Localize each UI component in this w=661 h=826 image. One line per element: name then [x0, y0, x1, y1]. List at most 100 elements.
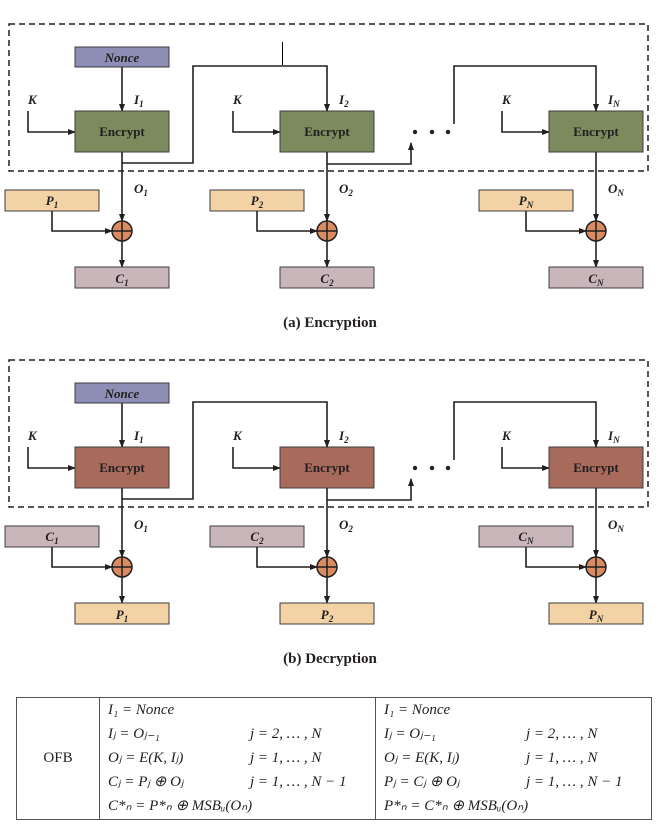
equation: Oⱼ = E(K, Iⱼ) — [108, 750, 184, 766]
ellipsis-dot — [445, 465, 451, 471]
key-label: K — [27, 92, 38, 107]
feedback-boundary — [8, 359, 649, 508]
ellipsis-dot — [412, 129, 418, 135]
input-label: I1 — [133, 92, 144, 109]
mode-label: OFB — [16, 697, 100, 820]
ellipsis-dot — [429, 465, 435, 471]
ofb-equations-table: OFB I₁ = Nonce Iⱼ = Oⱼ₋₁ j = 2, … , N Oⱼ = … — [16, 697, 652, 820]
input-label: I2 — [338, 92, 349, 109]
feedback-boundary — [8, 23, 649, 172]
ellipsis-dot — [429, 129, 435, 135]
key-label: K — [501, 92, 512, 107]
key-arrow — [501, 447, 550, 471]
equation: Oⱼ = E(K, Iⱼ) — [384, 750, 460, 766]
output-data-label: P2 — [321, 607, 334, 624]
equation-row: Oⱼ = E(K, Iⱼ) j = 1, … , N — [100, 746, 375, 770]
input-label: IN — [607, 92, 620, 109]
equation-row: Iⱼ = Oⱼ₋₁ j = 2, … , N — [376, 722, 651, 746]
key-arrow — [27, 447, 76, 471]
decryption-equations: I₁ = Nonce Iⱼ = Oⱼ₋₁ j = 2, … , N Oⱼ = E(K,… — [375, 697, 652, 820]
equation-row: P*ₙ = C*ₙ ⊕ MSBᵤ(Oₙ) — [376, 794, 651, 818]
ellipsis-dot — [445, 129, 451, 135]
output-label: O2 — [339, 517, 353, 534]
input-data-arrow — [256, 211, 318, 234]
input-data-label: CN — [518, 529, 534, 546]
output-data-label: C1 — [115, 271, 128, 288]
feedback-line-1 — [122, 65, 330, 164]
equation: I₁ = Nonce — [108, 702, 175, 718]
equation-row: Cⱼ = Pⱼ ⊕ Oⱼ j = 1, … , N − 1 — [100, 770, 375, 794]
key-label: K — [232, 92, 243, 107]
input-label: I1 — [133, 428, 144, 445]
equation-range: j = 1, … , N — [250, 750, 322, 766]
encrypt-label: Encrypt — [304, 460, 350, 475]
key-arrow — [501, 111, 550, 135]
equation-range: j = 1, … , N − 1 — [526, 774, 623, 790]
xor-cross — [112, 557, 132, 577]
encrypt-label: Encrypt — [99, 460, 145, 475]
key-arrow — [232, 111, 281, 135]
encrypt-block — [279, 446, 375, 489]
decryption-caption: (b) Decryption — [283, 651, 377, 667]
input-data-arrow — [51, 211, 113, 234]
feedback-line-2 — [327, 478, 414, 501]
output-data-label: C2 — [320, 271, 334, 288]
output-label: ON — [608, 517, 624, 534]
output-label: O2 — [339, 181, 353, 198]
output-data-label: PN — [589, 607, 604, 624]
equation-range: j = 2, … , N — [526, 726, 598, 742]
key-arrow — [232, 447, 281, 471]
equation: P*ₙ = C*ₙ ⊕ MSBᵤ(Oₙ) — [384, 798, 529, 814]
encryption-caption: (a) Encryption — [283, 315, 377, 331]
nonce-label: Nonce — [104, 386, 140, 401]
equation-row: C*ₙ = P*ₙ ⊕ MSBᵤ(Oₙ) — [100, 794, 375, 818]
output-data-label: CN — [588, 271, 604, 288]
input-label: I2 — [338, 428, 349, 445]
input-data-label: PN — [519, 193, 534, 210]
output-data-box — [74, 266, 170, 289]
input-data-arrow — [525, 547, 587, 570]
equation: I₁ = Nonce — [384, 702, 451, 718]
input-data-arrow — [51, 547, 113, 570]
output-data-box — [74, 602, 170, 625]
output-label: ON — [608, 181, 624, 198]
equation-row: I₁ = Nonce — [100, 698, 375, 722]
output-label: O1 — [134, 517, 148, 534]
encrypt-block — [74, 110, 170, 153]
feedback-line-2 — [327, 142, 414, 165]
equation-row: Oⱼ = E(K, Iⱼ)j = 1, … , N — [376, 746, 651, 770]
encrypt-label: Encrypt — [304, 124, 350, 139]
ellipsis-dot — [412, 465, 418, 471]
xor-cross — [586, 221, 606, 241]
equation-range: j = 1, … , N − 1 — [250, 774, 347, 790]
output-data-label: P1 — [116, 607, 129, 624]
xor-cross — [586, 557, 606, 577]
key-arrow — [27, 111, 76, 135]
output-data-box — [279, 266, 375, 289]
equation-row: I₁ = Nonce — [376, 698, 651, 722]
nonce-label: Nonce — [104, 50, 140, 65]
output-data-box — [279, 602, 375, 625]
text-cursor — [282, 42, 283, 65]
equation: Iⱼ = Oⱼ₋₁ — [384, 726, 436, 742]
input-data-label: C1 — [45, 529, 58, 546]
encrypt-block — [279, 110, 375, 153]
key-label: K — [27, 428, 38, 443]
equation: Pⱼ = Cⱼ ⊕ Oⱼ — [384, 774, 460, 790]
equation-row: Pⱼ = Cⱼ ⊕ Oⱼ j = 1, … , N − 1 — [376, 770, 651, 794]
input-data-label: P1 — [46, 193, 59, 210]
feedback-line-1 — [122, 401, 330, 500]
equation: Cⱼ = Pⱼ ⊕ Oⱼ — [108, 774, 184, 790]
output-data-box — [548, 266, 644, 289]
encrypt-label: Encrypt — [99, 124, 145, 139]
equation: C*ₙ = P*ₙ ⊕ MSBᵤ(Oₙ) — [108, 798, 253, 814]
key-label: K — [501, 428, 512, 443]
feedback-line-n — [453, 65, 599, 124]
key-label: K — [232, 428, 243, 443]
